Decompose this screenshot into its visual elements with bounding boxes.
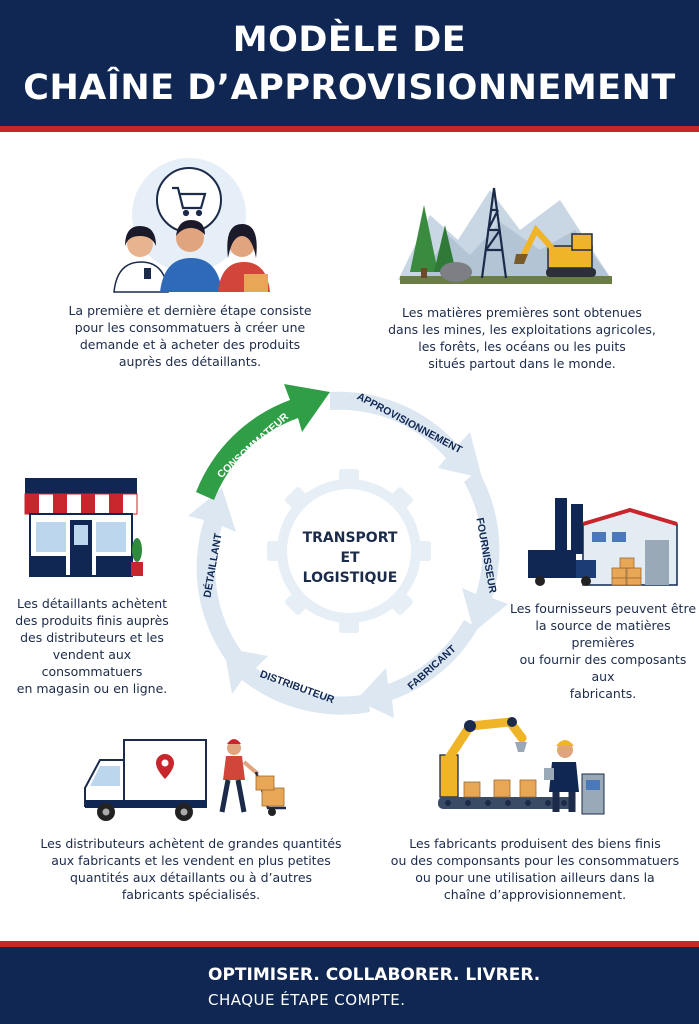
description-line: Les fournisseurs peuvent être (509, 601, 697, 616)
factory-illustration (528, 498, 678, 586)
description-line: chaîne d’approvisionnement. (443, 887, 627, 902)
arrow-approvisionnement (330, 391, 482, 478)
description-line: Les matières premières sont obtenues (402, 305, 642, 320)
description-consommateur: La première et dernière étape consiste p… (50, 302, 330, 370)
description-line: la source de matières premières (535, 618, 671, 650)
description-distributeur: Les distributeurs achètent de grandes qu… (28, 835, 354, 903)
description-detaillant: Les détaillants achètent des produits fi… (4, 595, 180, 697)
description-line: fabricants spécialisés. (121, 887, 261, 902)
arrow-detaillant (188, 488, 242, 660)
center-label: TRANSPORT ET LOGISTIQUE (280, 528, 420, 588)
description-line: auprès des détaillants. (118, 354, 262, 369)
description-line: fabricants. (569, 686, 637, 701)
description-fabricant: Les fabricants produisent des biens fini… (385, 835, 685, 903)
header-red-stripe (0, 126, 699, 132)
description-line: La première et dernière étape consiste (68, 303, 312, 318)
description-line: situés partout dans le monde. (428, 356, 616, 371)
supply-chain-cycle: CONSOMMATEUR APPROVISIONNEMENT FOURNISSE… (188, 384, 508, 718)
description-approvisionnement: Les matières premières sont obtenues dan… (372, 304, 672, 372)
description-fournisseur: Les fournisseurs peuvent être la source … (508, 600, 698, 702)
arrow-distributeur (224, 648, 370, 715)
arrow-consommateur (196, 384, 330, 500)
description-line: demande et à acheter des produits (79, 337, 301, 352)
description-line: quantités aux détaillants ou à d’autres (69, 870, 313, 885)
description-line: Les fabricants produisent des biens fini… (409, 836, 661, 851)
description-line: pour les consommatuers à créer une (74, 320, 306, 335)
description-line: en magasin ou en ligne. (16, 681, 168, 696)
footer-red-stripe (0, 941, 699, 947)
footer-banner: OPTIMISER. COLLABORER. LIVRER. CHAQUE ÉT… (0, 941, 699, 1024)
consumers-illustration (113, 158, 270, 293)
description-line: des distributeurs et les (20, 630, 164, 645)
arrow-fabricant (356, 620, 478, 718)
description-line: Les détaillants achètent (16, 596, 168, 611)
center-label-line2: ET (340, 550, 360, 566)
arrow-fournisseur (462, 470, 508, 632)
description-line: vendent aux consommatuers (41, 647, 143, 679)
gear-icon (267, 469, 431, 633)
footer-slogan: OPTIMISER. COLLABORER. LIVRER. (208, 965, 541, 985)
description-line: ou des componsants pour les consommatuer… (390, 853, 680, 868)
description-line: ou pour une utilisation ailleurs dans la (415, 870, 655, 885)
raw-materials-illustration (398, 187, 612, 284)
header-banner: MODÈLE DE CHAÎNE D’APPROVISIONNEMENT (0, 0, 699, 132)
footer-tagline: CHAQUE ÉTAPE COMPTE. (208, 991, 406, 1009)
description-line: Les distributeurs achètent de grandes qu… (40, 836, 342, 851)
page-title-line2: CHAÎNE D’APPROVISIONNEMENT (23, 68, 676, 108)
center-label-line1: TRANSPORT (302, 530, 398, 546)
page-title-line1: MODÈLE DE (232, 20, 467, 60)
stage-label-fabricant: FABRICANT (405, 643, 459, 693)
description-line: des produits finis auprès (15, 613, 169, 628)
store-illustration (24, 478, 143, 577)
center-label-line3: LOGISTIQUE (302, 570, 398, 586)
location-pin-icon (156, 754, 174, 779)
truck-illustration (84, 739, 286, 821)
description-line: les forêts, les océans ou les puits (418, 339, 626, 354)
robot-arm-illustration (438, 717, 605, 815)
description-line: dans les mines, les exploitations agrico… (388, 322, 656, 337)
description-line: ou fournir des composants aux (519, 652, 687, 684)
shopping-cart-icon (172, 186, 207, 217)
stage-label-approvisionnement: APPROVISIONNEMENT (355, 391, 465, 457)
description-line: aux fabricants et les vendent en plus pe… (51, 853, 331, 868)
